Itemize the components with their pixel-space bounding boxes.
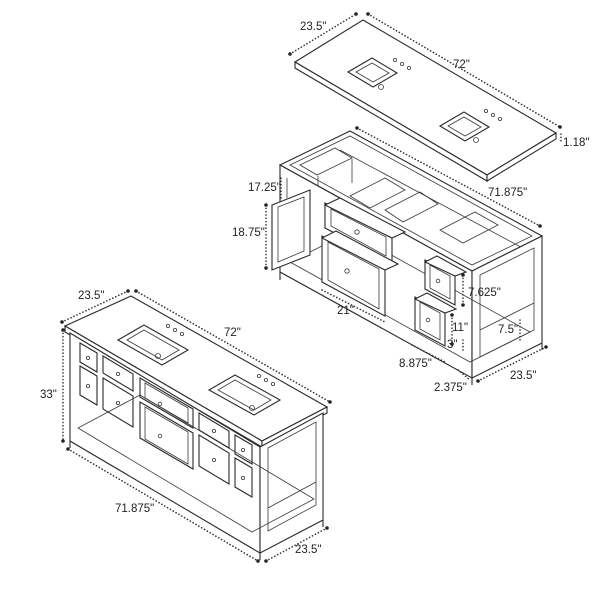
assembled-drawers-center bbox=[139, 377, 194, 470]
cabinet-side-drawers bbox=[413, 255, 468, 347]
countertop-exploded: 23.5" 72" 1.18" bbox=[288, 12, 589, 182]
assembled-depth-top-label: 23.5" bbox=[78, 290, 104, 302]
cabinet-side-height-label: 18.75" bbox=[232, 227, 265, 239]
countertop-thickness-label: 1.18" bbox=[563, 137, 589, 149]
assembled-sink-right bbox=[207, 373, 282, 416]
countertop-side-edge bbox=[486, 132, 557, 182]
countertop-depth-label: 23.5" bbox=[300, 21, 326, 33]
countertop-sink-right bbox=[438, 109, 502, 143]
cabinet-exploded: 71.875" 17.25" 18.75" 21" 7.625" 11" 7.5… bbox=[232, 126, 548, 394]
countertop-sink-left bbox=[346, 57, 411, 90]
cabinet-leg-label: 2.375" bbox=[434, 382, 467, 394]
assembled-vanity: 23.5" 72" 33" 71.875" 23.5" bbox=[40, 289, 332, 563]
assembled-width-top-label: 72" bbox=[224, 327, 241, 339]
assembled-height-label: 33" bbox=[40, 389, 57, 401]
assembled-drawers-right bbox=[198, 412, 253, 498]
cabinet-shelf-gap-label: 7.5" bbox=[498, 324, 518, 336]
cabinet-open-door bbox=[271, 189, 311, 271]
assembled-width-bottom-label: 71.875" bbox=[115, 503, 154, 515]
assembled-depth-bottom-label: 23.5" bbox=[295, 544, 321, 556]
cabinet-lower-drawer-height-label: 11" bbox=[452, 322, 468, 334]
cabinet-center-drawer-width-label: 21" bbox=[337, 305, 354, 317]
countertop-width-label: 72" bbox=[453, 59, 470, 71]
cabinet-door-height-label: 17.25" bbox=[248, 182, 281, 194]
cabinet-side-drawer-width-label: 8.875" bbox=[399, 358, 432, 370]
cabinet-drawer-height-label: 7.625" bbox=[468, 287, 501, 299]
assembled-sink-left bbox=[116, 323, 190, 366]
assembled-bottom-shelf bbox=[77, 394, 315, 533]
cabinet-center-drawers bbox=[320, 197, 407, 317]
cabinet-toe-kick-label: 3" bbox=[447, 339, 457, 351]
cabinet-depth-label: 23.5" bbox=[510, 370, 536, 382]
assembled-drawers-left bbox=[79, 342, 134, 428]
cabinet-width-label: 71.875" bbox=[488, 187, 527, 199]
